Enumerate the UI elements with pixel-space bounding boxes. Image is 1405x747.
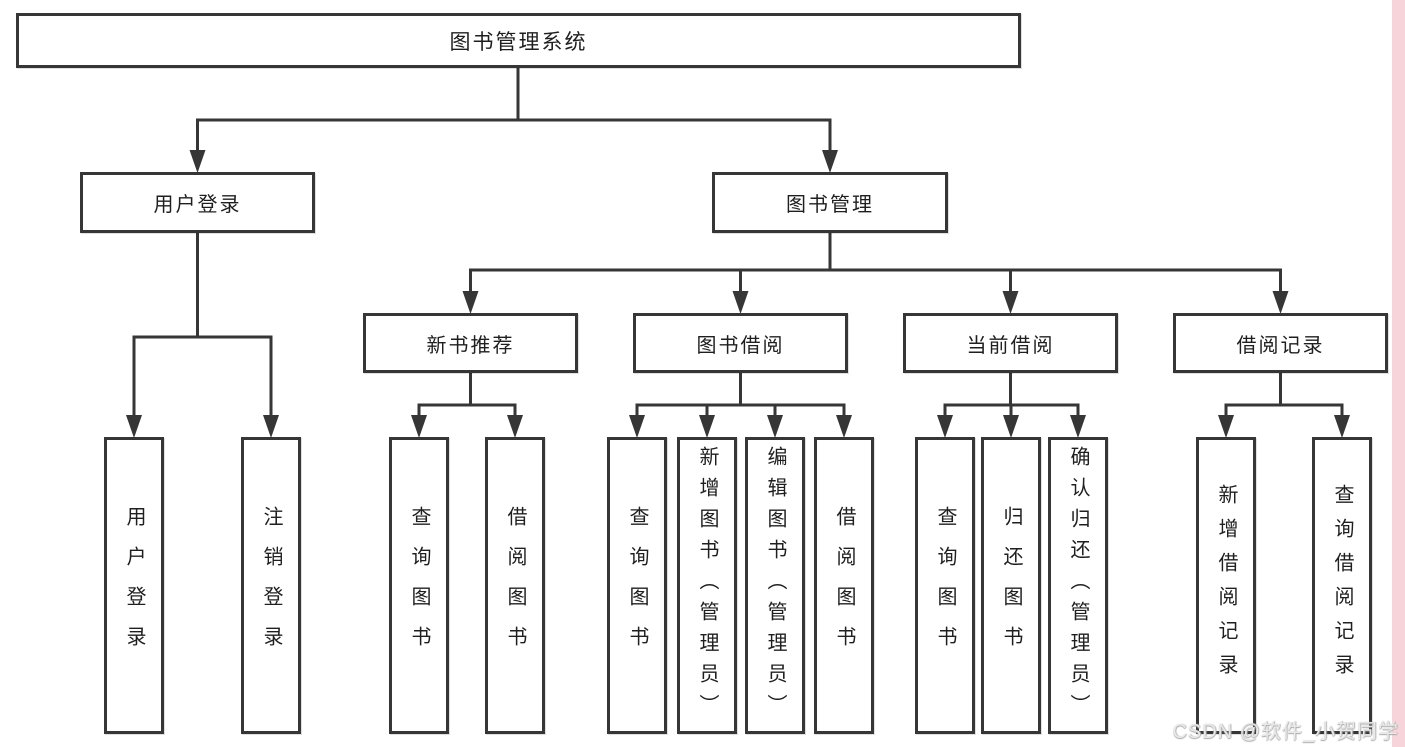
leaf-logout: 注销登录 <box>241 437 301 734</box>
node-label: 图书管理 <box>786 194 874 216</box>
node-borrow-records: 借阅记录 <box>1173 313 1388 373</box>
leaf-add-borrow-record: 新增借阅记录 <box>1196 437 1256 734</box>
node-label: 借阅图书 <box>833 505 855 666</box>
node-library-system: 图书管理系统 <box>16 13 1021 68</box>
node-label: 编辑图书（管理员） <box>764 446 786 725</box>
node-label: 确认归还（管理员） <box>1067 446 1089 725</box>
leaf-query-books-current: 查询图书 <box>915 437 975 734</box>
csdn-watermark: CSDN @软件_小贺同学 <box>1172 721 1399 743</box>
node-label: 注销登录 <box>260 505 282 666</box>
node-label: 借阅记录 <box>1236 334 1325 357</box>
node-label: 新增借阅记录 <box>1215 483 1237 688</box>
node-label: 查询图书 <box>408 505 430 666</box>
node-label: 用户登录 <box>153 194 242 216</box>
node-label: 图书借阅 <box>696 334 785 357</box>
csdn-side-strip <box>1392 0 1405 747</box>
node-book-borrow: 图书借阅 <box>633 313 848 373</box>
node-label: 用户登录 <box>123 505 145 666</box>
leaf-borrow-books-recommend: 借阅图书 <box>485 437 545 734</box>
node-current-borrow: 当前借阅 <box>903 313 1118 373</box>
node-user-login: 用户登录 <box>80 172 315 233</box>
node-book-management: 图书管理 <box>712 172 948 233</box>
leaf-query-books-recommend: 查询图书 <box>389 437 449 734</box>
node-label: 查询图书 <box>626 505 648 666</box>
node-label: 借阅图书 <box>504 505 526 666</box>
node-label: 当前借阅 <box>966 334 1055 357</box>
node-label: 归还图书 <box>1000 505 1022 666</box>
leaf-query-books: 查询图书 <box>607 437 667 734</box>
leaf-add-books-admin: 新增图书（管理员） <box>677 437 737 734</box>
node-label: 查询借阅记录 <box>1331 483 1353 688</box>
leaf-borrow-books: 借阅图书 <box>814 437 874 734</box>
leaf-user-login: 用户登录 <box>104 437 164 734</box>
leaf-edit-books-admin: 编辑图书（管理员） <box>745 437 805 734</box>
node-label: 查询图书 <box>934 505 956 666</box>
leaf-confirm-return-admin: 确认归还（管理员） <box>1048 437 1108 734</box>
leaf-return-books: 归还图书 <box>981 437 1041 734</box>
node-label: 新书推荐 <box>426 334 515 357</box>
node-label: 图书管理系统 <box>449 30 588 54</box>
leaf-query-borrow-record: 查询借阅记录 <box>1312 437 1372 734</box>
node-new-book-recommend: 新书推荐 <box>363 313 578 373</box>
node-label: 新增图书（管理员） <box>696 446 718 725</box>
